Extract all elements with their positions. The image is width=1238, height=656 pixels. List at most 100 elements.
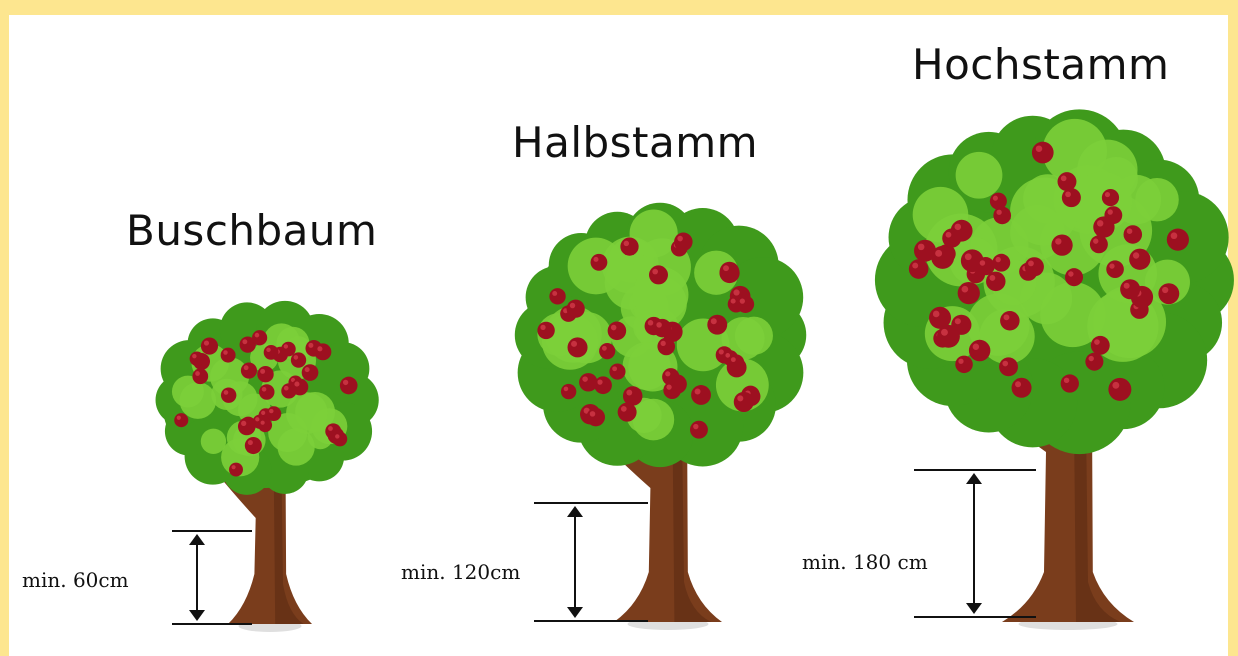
apple-highlight: [694, 388, 701, 395]
apple-highlight: [293, 355, 299, 360]
apple-highlight: [261, 386, 267, 392]
measure-arrow-up: [966, 473, 982, 484]
apple: [237, 417, 256, 436]
apple: [549, 288, 566, 305]
halbstamm-height-label: min. 120cm: [401, 560, 521, 584]
apple-highlight: [335, 434, 340, 439]
apple-highlight: [1104, 191, 1111, 198]
apple-highlight: [255, 417, 260, 422]
apple-highlight: [260, 420, 265, 425]
apple-highlight: [1035, 145, 1043, 152]
apple-highlight: [1055, 238, 1062, 245]
apple: [931, 245, 955, 269]
foliage-leaf-cluster: [734, 316, 773, 355]
apple: [560, 383, 577, 400]
apple-highlight: [242, 339, 248, 345]
apple-highlight: [1002, 360, 1009, 367]
apple: [281, 341, 296, 357]
apple-highlight: [932, 310, 940, 318]
apple-highlight: [996, 209, 1002, 215]
apple-highlight: [1065, 191, 1071, 198]
apple: [1093, 216, 1115, 238]
apple-highlight: [1068, 271, 1074, 277]
apple-highlight: [243, 365, 249, 371]
apple-highlight: [597, 379, 603, 385]
apple: [258, 418, 273, 433]
apple-highlight: [540, 324, 546, 330]
apple: [266, 406, 282, 422]
foliage-leaf-cluster: [200, 428, 227, 454]
apple: [976, 257, 995, 276]
apple: [1060, 374, 1079, 393]
apple-highlight: [958, 358, 964, 364]
apple-highlight: [964, 253, 972, 261]
apple: [244, 437, 262, 455]
apple-highlight: [1123, 282, 1130, 289]
buschbaum-height-measure: [172, 530, 252, 625]
apple-highlight: [552, 291, 558, 296]
apple-highlight: [571, 340, 578, 347]
measure-arrow-down: [567, 607, 583, 618]
apple: [691, 385, 711, 405]
trunk-shade: [672, 458, 712, 622]
apple-highlight: [992, 195, 998, 201]
apple: [657, 337, 676, 356]
foliage-leaf-cluster: [629, 209, 678, 258]
apple: [537, 321, 555, 340]
apple: [1108, 377, 1132, 401]
apple: [339, 376, 358, 395]
foliage-leaf-cluster: [286, 392, 328, 434]
apple-highlight: [260, 368, 266, 374]
apple: [648, 265, 668, 285]
apple: [719, 261, 740, 282]
apple-highlight: [601, 345, 607, 351]
apple-highlight: [954, 223, 962, 231]
apple: [332, 431, 348, 447]
apple-highlight: [1060, 175, 1067, 182]
apple-highlight: [737, 395, 744, 402]
apple-highlight: [1015, 381, 1022, 388]
apple: [567, 337, 588, 358]
apple-highlight: [935, 249, 943, 257]
apple-highlight: [912, 262, 919, 269]
apple: [200, 337, 219, 355]
apple-highlight: [660, 340, 666, 347]
apple: [220, 387, 237, 403]
foliage-leaf-cluster: [179, 382, 217, 419]
apple: [229, 462, 243, 477]
apple-highlight: [665, 371, 671, 377]
apple: [674, 232, 693, 252]
apple-highlight: [569, 302, 576, 309]
trunk-shade: [1074, 422, 1121, 622]
apple: [1011, 377, 1032, 398]
apple: [290, 352, 307, 368]
apple-highlight: [677, 235, 683, 242]
apple-highlight: [954, 318, 961, 325]
apple-highlight: [647, 320, 654, 326]
apple-highlight: [972, 343, 980, 351]
apple: [1065, 268, 1084, 287]
foliage-leaf-cluster: [632, 398, 675, 441]
apple-highlight: [328, 426, 333, 431]
hochstamm-height-measure: [914, 469, 1036, 618]
apple-highlight: [945, 231, 952, 238]
measure-arrow-down: [966, 603, 982, 614]
apple-highlight: [626, 389, 633, 396]
apple-highlight: [989, 275, 996, 281]
apple-highlight: [730, 357, 736, 363]
apple-highlight: [223, 390, 229, 395]
apple: [301, 364, 319, 381]
apple-highlight: [308, 342, 314, 348]
apple: [1089, 235, 1108, 254]
apple: [736, 295, 755, 313]
apple: [1000, 310, 1020, 331]
hochstamm-title: Hochstamm: [912, 40, 1170, 89]
foliage-leaf-cluster: [1042, 118, 1108, 184]
apple-highlight: [623, 240, 630, 247]
apple: [579, 373, 598, 392]
foliage-leaf-cluster: [694, 250, 739, 295]
apple: [1101, 188, 1120, 207]
apple: [1024, 257, 1044, 277]
apple: [733, 391, 754, 412]
